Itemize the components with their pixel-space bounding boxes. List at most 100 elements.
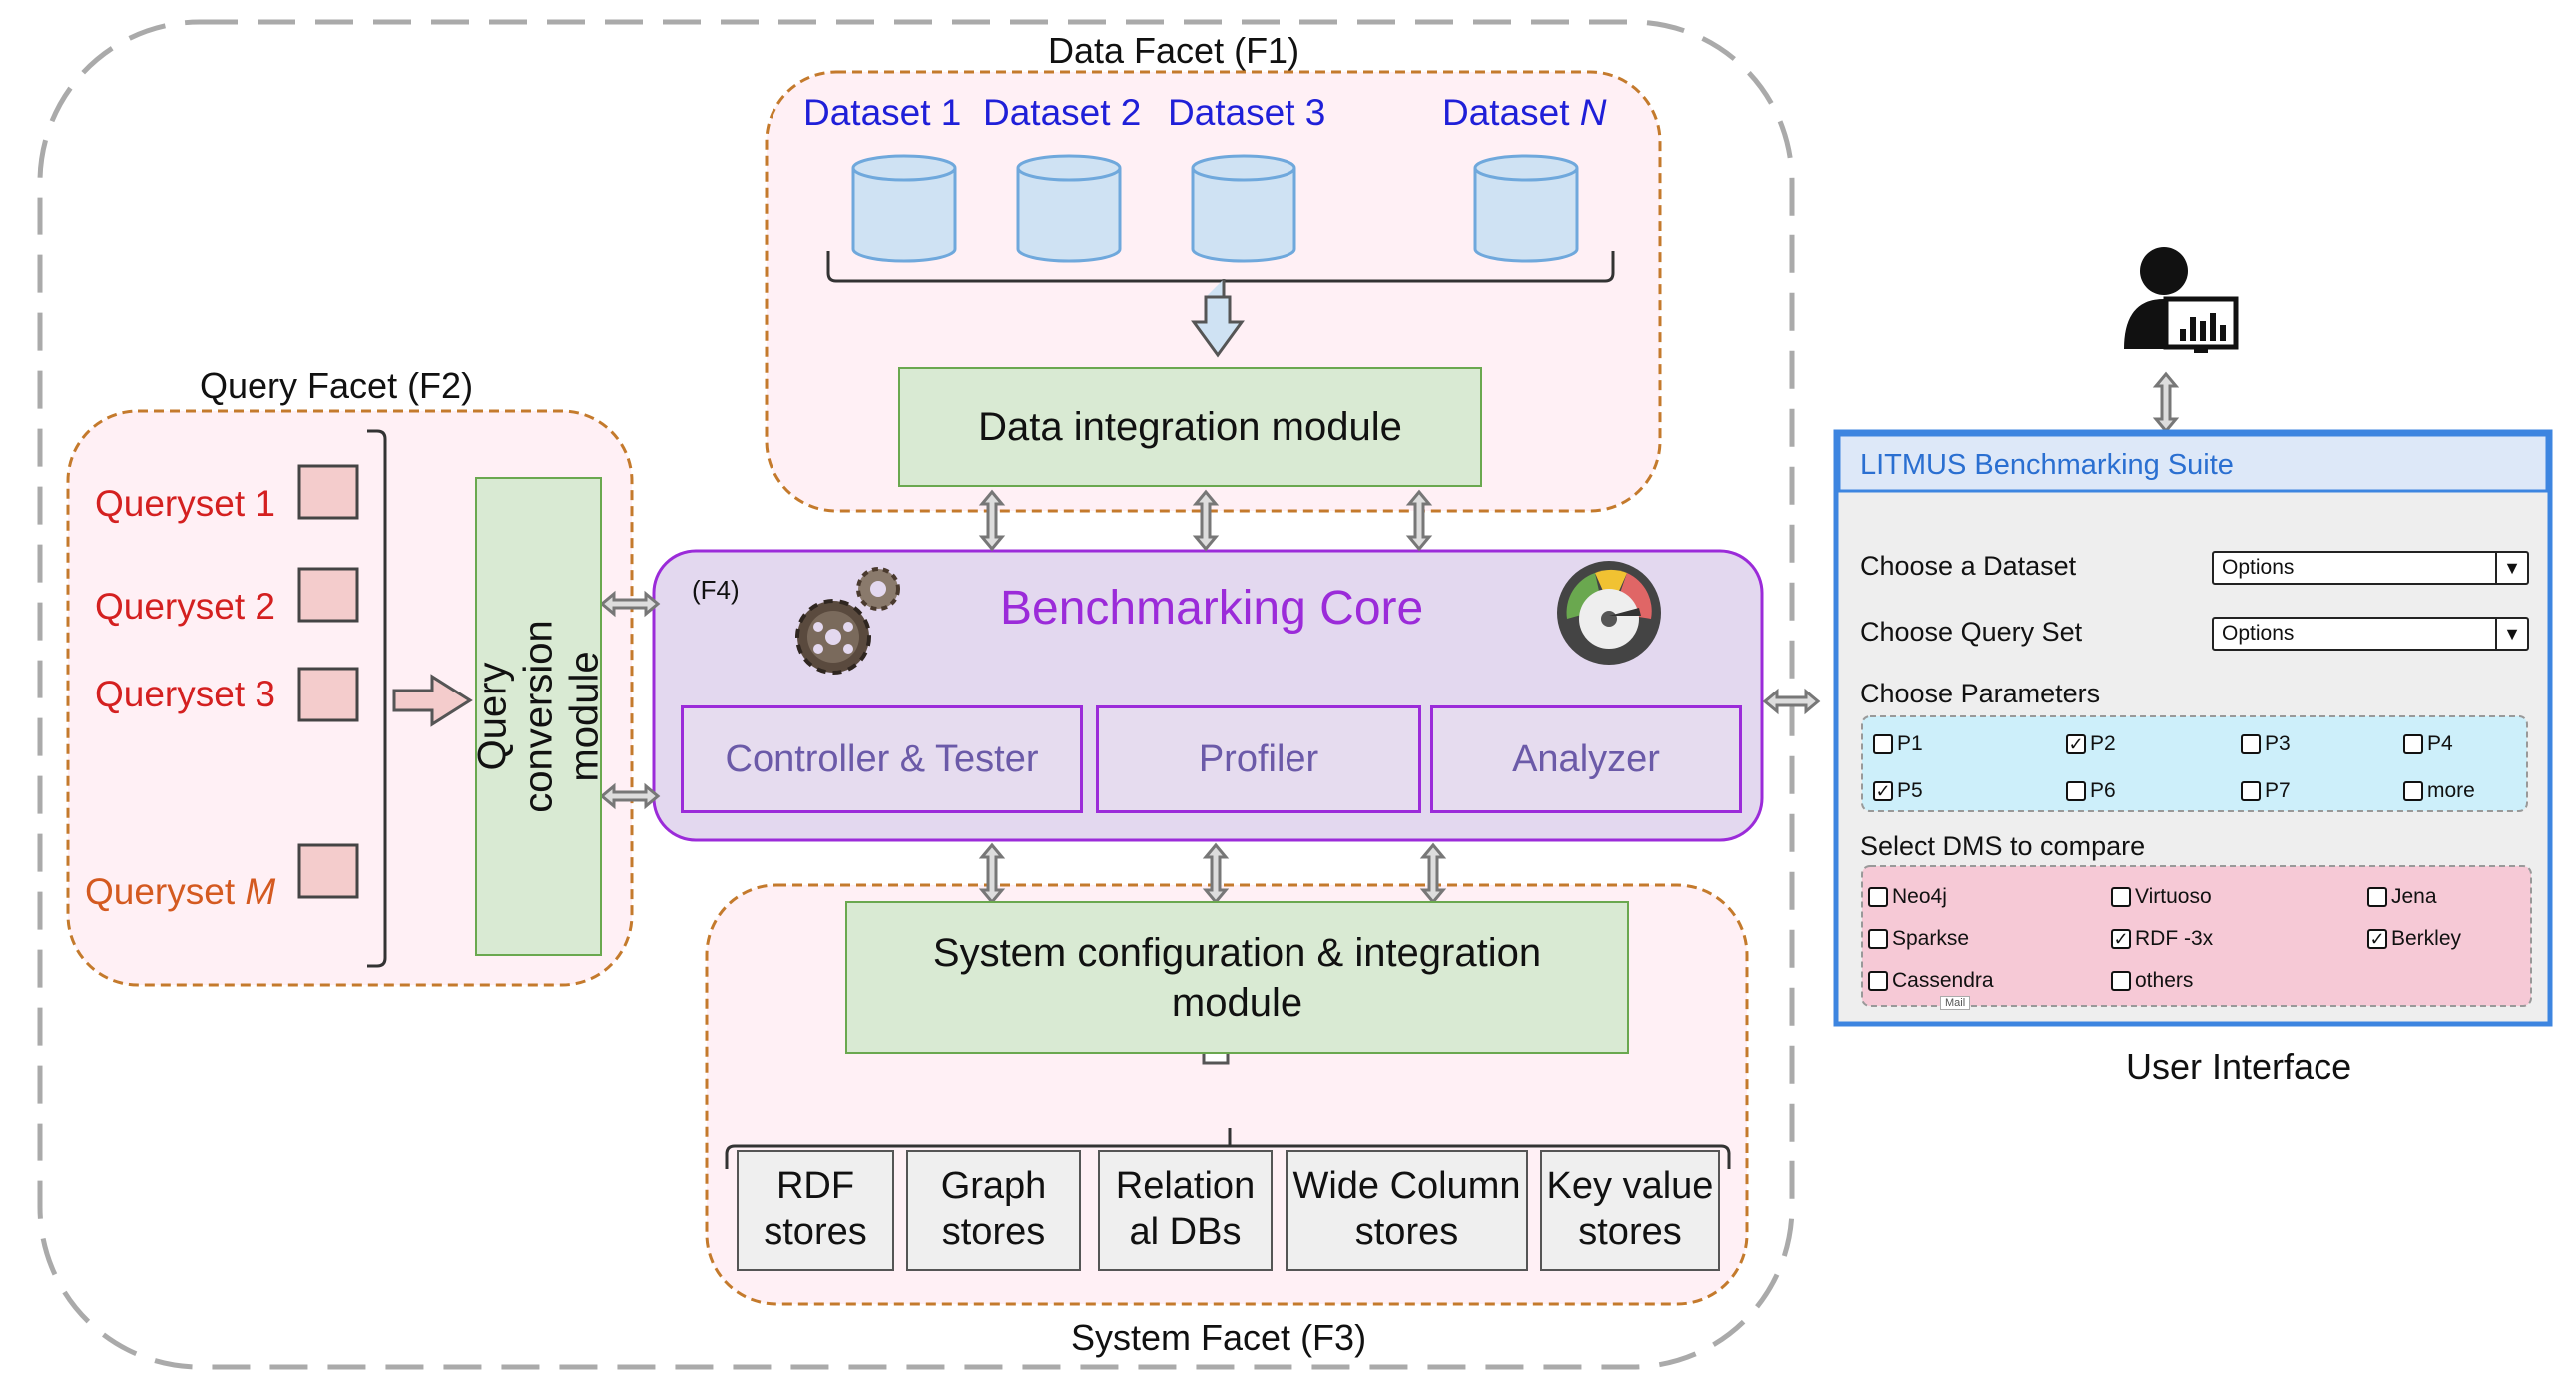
select-dms-label: Select DMS to compare xyxy=(1860,831,2146,861)
speedometer-icon xyxy=(1557,561,1661,665)
checkbox-label: Jena xyxy=(2391,885,2437,908)
checkbox-checked-icon[interactable]: ✓ xyxy=(1873,781,1893,801)
checkbox-label: P1 xyxy=(1897,732,1923,755)
checkbox-label: RDF -3x xyxy=(2135,927,2214,950)
ui-title-bar xyxy=(1837,433,2549,493)
dms-checkbox[interactable]: Jena xyxy=(2367,885,2437,909)
controller-tester-module: Controller & Tester xyxy=(681,705,1083,813)
queryset-label: Queryset 1 xyxy=(95,483,275,524)
checkbox-icon[interactable] xyxy=(2367,887,2387,907)
checkbox-icon[interactable] xyxy=(2403,734,2423,754)
dataset-label: Dataset 3 xyxy=(1168,92,1326,133)
database-icon xyxy=(1473,154,1579,263)
analyzer-module: Analyzer xyxy=(1430,705,1742,813)
dms-checkbox[interactable]: ✓RDF -3x xyxy=(2111,927,2213,951)
parameters-panel xyxy=(1861,715,2528,812)
dms-checkbox[interactable]: Sparkse xyxy=(1868,927,1969,951)
outer-frame xyxy=(37,19,1795,1370)
parameter-checkbox[interactable]: more xyxy=(2403,779,2475,803)
right-arrow xyxy=(392,674,473,727)
dms-checkbox[interactable]: Cassendra xyxy=(1868,969,1994,993)
checkbox-checked-icon[interactable]: ✓ xyxy=(2066,734,2086,754)
checkbox-icon[interactable] xyxy=(2403,781,2423,801)
dms-checkbox[interactable]: others xyxy=(2111,969,2193,993)
checkbox-label: Virtuoso xyxy=(2135,885,2212,908)
checkbox-label: P3 xyxy=(2265,732,2291,755)
queryset-bracket xyxy=(367,429,387,968)
database-icon xyxy=(1016,154,1122,263)
database-icon xyxy=(1191,154,1296,263)
parameter-checkbox[interactable]: P4 xyxy=(2403,732,2453,756)
checkbox-label: P4 xyxy=(2427,732,2453,755)
queryset-label: Queryset 3 xyxy=(95,674,275,714)
choose-query-set-label: Choose Query Set xyxy=(1860,617,2083,647)
choose-parameters-label: Choose Parameters xyxy=(1860,679,2101,708)
checkbox-label: Neo4j xyxy=(1892,885,1947,908)
choose-dataset-label: Choose a Dataset xyxy=(1860,551,2077,581)
parameter-checkbox[interactable]: P7 xyxy=(2241,779,2291,803)
checkbox-label: P2 xyxy=(2090,732,2116,755)
checkbox-label: more xyxy=(2427,779,2475,802)
dataset-label: Dataset 1 xyxy=(803,92,962,133)
checkbox-icon[interactable] xyxy=(2111,971,2131,991)
dms-checkbox[interactable]: Neo4j xyxy=(1868,885,1947,909)
checkbox-label: Sparkse xyxy=(1892,927,1970,950)
checkbox-label: Cassendra xyxy=(1892,969,1994,992)
dataset-bracket xyxy=(826,251,1615,283)
dataset-label: Dataset 2 xyxy=(983,92,1142,133)
chevron-down-icon: ▼ xyxy=(2495,619,2527,649)
parameter-checkbox[interactable]: P1 xyxy=(1873,732,1923,756)
checkbox-icon[interactable] xyxy=(2241,781,2261,801)
checkbox-icon[interactable] xyxy=(2241,734,2261,754)
dms-panel xyxy=(1861,865,2532,1007)
chevron-down-icon: ▼ xyxy=(2495,553,2527,583)
dms-checkbox[interactable]: Virtuoso xyxy=(2111,885,2212,909)
queryset-label: Queryset 2 xyxy=(95,586,275,627)
profiler-module: Profiler xyxy=(1096,705,1421,813)
checkbox-icon[interactable] xyxy=(1868,971,1888,991)
checkbox-icon[interactable] xyxy=(1873,734,1893,754)
checkbox-icon[interactable] xyxy=(2066,781,2086,801)
down-arrow xyxy=(1191,279,1245,358)
system-facet-title: System Facet (F3) xyxy=(1071,1317,1367,1358)
checkbox-checked-icon[interactable]: ✓ xyxy=(2367,929,2387,949)
database-icon xyxy=(851,154,957,263)
queryset-label: Queryset M xyxy=(85,871,276,912)
dataset-cylinders xyxy=(851,154,1579,263)
checkbox-label: P5 xyxy=(1897,779,1923,802)
mail-tooltip: Mail xyxy=(1940,996,1971,1010)
dms-checkbox[interactable]: ✓Berkley xyxy=(2367,927,2461,951)
dataset-select[interactable]: Options ▼ xyxy=(2212,551,2529,585)
query-conversion-module: Query conversion module xyxy=(471,477,607,956)
checkbox-label: others xyxy=(2135,969,2194,992)
parameter-checkbox[interactable]: P3 xyxy=(2241,732,2291,756)
stores-bracket xyxy=(725,1144,1731,1169)
system-config-module: System configuration & integration modul… xyxy=(845,901,1629,1054)
data-integration-module: Data integration module xyxy=(898,367,1482,487)
checkbox-icon[interactable] xyxy=(1868,929,1888,949)
parameter-checkbox[interactable]: P6 xyxy=(2066,779,2116,803)
user-icon xyxy=(2124,247,2239,353)
ui-title: LITMUS Benchmarking Suite xyxy=(1860,449,2234,481)
checkbox-icon[interactable] xyxy=(1868,887,1888,907)
checkbox-checked-icon[interactable]: ✓ xyxy=(2111,929,2131,949)
core-title: Benchmarking Core xyxy=(1000,582,1424,635)
query-set-select[interactable]: Options ▼ xyxy=(2212,617,2529,651)
core-tag: (F4) xyxy=(692,575,740,605)
checkbox-label: P7 xyxy=(2265,779,2291,802)
parameter-checkbox[interactable]: ✓P5 xyxy=(1873,779,1923,803)
data-facet-title: Data Facet (F1) xyxy=(1048,30,1300,71)
dataset-label: Dataset N xyxy=(1442,92,1607,133)
gears-icon xyxy=(795,567,900,675)
checkbox-label: P6 xyxy=(2090,779,2116,802)
parameter-checkbox[interactable]: ✓P2 xyxy=(2066,732,2116,756)
checkbox-label: Berkley xyxy=(2391,927,2462,950)
ui-caption: User Interface xyxy=(2126,1046,2352,1087)
query-facet-title: Query Facet (F2) xyxy=(200,365,474,406)
checkbox-icon[interactable] xyxy=(2111,887,2131,907)
